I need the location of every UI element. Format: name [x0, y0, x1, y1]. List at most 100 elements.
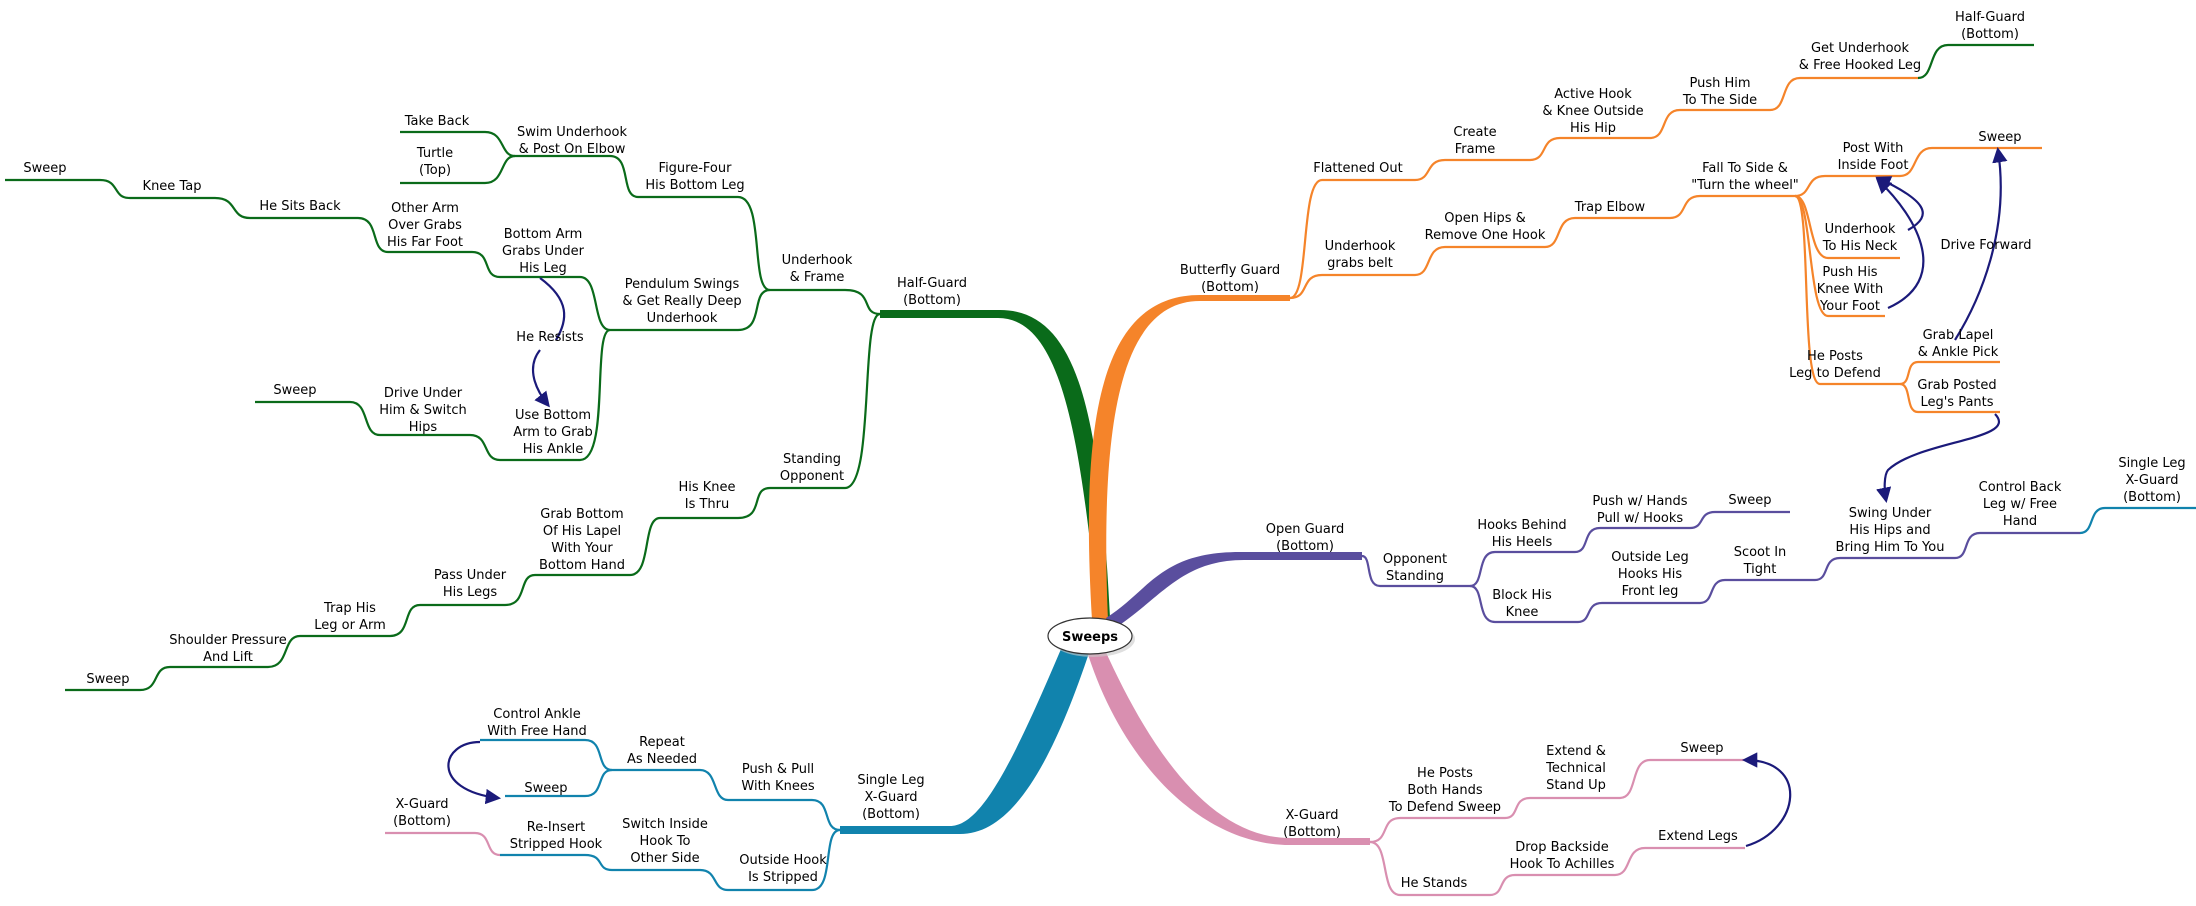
- node-line: Swim Underhook: [517, 125, 628, 140]
- node-line: Push & Pull: [742, 762, 814, 777]
- node-line: He Posts: [1807, 349, 1863, 364]
- edge-heposts-lapel: [1899, 360, 2000, 386]
- edge-fall-heposts: [1794, 194, 1900, 386]
- node-line: Extend &: [1546, 744, 1606, 759]
- node-line: (Bottom): [1961, 27, 2019, 42]
- edge-scoot-swing: [1814, 556, 1955, 582]
- node-line: (Bottom): [2123, 490, 2181, 505]
- node-line: Hooks His: [1618, 567, 1683, 582]
- arrow-pushknee-to-post: [1875, 177, 1925, 310]
- node-line: Post With: [1843, 141, 1904, 156]
- edge-underhook-pendulum: [610, 288, 771, 332]
- node-line: Take Back: [404, 114, 470, 129]
- node-line: Is Thru: [685, 497, 730, 512]
- node-line: Pass Under: [434, 568, 507, 583]
- node-sweep-d: Sweep: [1978, 130, 2021, 145]
- node-line: Single Leg: [2118, 456, 2185, 471]
- branch-x-guard: [1086, 648, 1370, 845]
- edge-slx-outside: [728, 828, 841, 892]
- edge-shoulder-sweep: [65, 665, 171, 692]
- node-line: Grab Posted: [1917, 378, 1996, 393]
- center-label: Sweeps: [1062, 630, 1118, 645]
- edge-sitsback-kneetap: [130, 196, 251, 220]
- node-line: Other Side: [630, 851, 699, 866]
- node-line: Create: [1453, 125, 1496, 140]
- node-line: Frame: [1455, 142, 1496, 157]
- node-line: Leg or Arm: [314, 618, 386, 633]
- node-line: Pull w/ Hooks: [1597, 511, 1684, 526]
- branch-open-guard: [1106, 552, 1362, 630]
- node-line: With Free Hand: [487, 724, 587, 739]
- node-line: Hook To Achilles: [1510, 857, 1615, 872]
- node-line: Bottom Hand: [539, 558, 625, 573]
- node-line: Sweep: [1978, 130, 2021, 145]
- edge-hg-standing: [770, 312, 881, 490]
- edge-xg-stands: [1369, 840, 1490, 897]
- edge-standing-knee: [660, 486, 771, 520]
- node-line: Open Hips &: [1444, 211, 1526, 226]
- node-line: Leg w/ Free: [1983, 497, 2057, 512]
- edge-extend-sweep: [1619, 758, 1750, 800]
- node-line: Hooks Behind: [1477, 518, 1566, 533]
- edge-underhook-figure4: [638, 195, 771, 292]
- node-line: grabs belt: [1327, 256, 1393, 271]
- node-line: Fall To Side &: [1702, 161, 1788, 176]
- edge-swim-turtle: [400, 154, 516, 185]
- node-line: With Knees: [741, 779, 814, 794]
- edge-bf-belt: [1289, 273, 1415, 300]
- node-line: Trap Elbow: [1574, 200, 1646, 215]
- edge-reinsert-xguard: [385, 831, 501, 857]
- node-line: Him & Switch: [379, 403, 466, 418]
- node-line: Push His: [1822, 265, 1877, 280]
- node-fall-to-side: Fall To Side &"Turn the wheel": [1691, 161, 1799, 193]
- edge-push-sweep: [1689, 510, 1790, 530]
- node-line: Of His Lapel: [543, 524, 621, 539]
- edge-repeat-control: [480, 738, 613, 772]
- edge-block-outside: [1577, 601, 1700, 624]
- arrow-resists: [539, 277, 566, 341]
- node-line: Pendulum Swings: [625, 277, 740, 292]
- edge-create-active: [1529, 136, 1650, 162]
- edge-control-singlelegx: [2079, 506, 2196, 535]
- node-line: Knee With: [1817, 282, 1883, 297]
- node-line: Drive Forward: [1940, 238, 2031, 253]
- node-line: Half-Guard: [1955, 10, 2025, 25]
- node-he-stands: He Stands: [1401, 876, 1468, 891]
- node-line: Single Leg: [857, 773, 924, 788]
- node-line: He Sits Back: [259, 199, 341, 214]
- edge-trap-fall: [1669, 194, 1795, 220]
- node-line: Swing Under: [1849, 506, 1932, 521]
- edge-outside-scoot: [1699, 578, 1815, 605]
- node-line: Grab Lapel: [1923, 328, 1994, 343]
- edge-heposts-pants: [1899, 382, 2000, 414]
- node-line: Sweep: [273, 383, 316, 398]
- arrow-resists-down: [532, 349, 550, 408]
- node-line: & Knee Outside: [1542, 104, 1643, 119]
- node-line: Grabs Under: [502, 244, 585, 259]
- node-line: His Hip: [1570, 121, 1616, 136]
- node-line: (Bottom): [1283, 825, 1341, 840]
- node-line: Remove One Hook: [1425, 228, 1546, 243]
- node-line: Bottom Arm: [504, 227, 583, 242]
- node-line: Technical: [1545, 761, 1606, 776]
- node-line: Over Grabs: [388, 218, 462, 233]
